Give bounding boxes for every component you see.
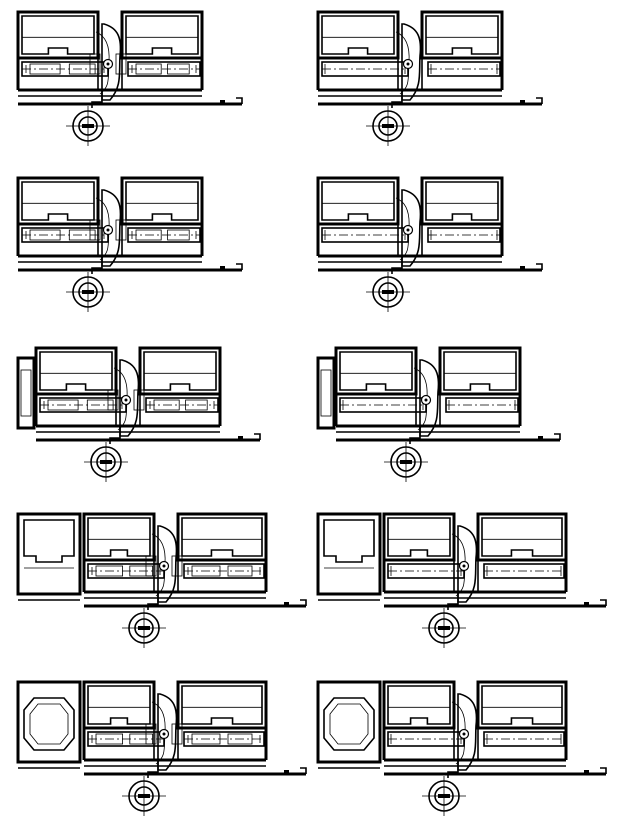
- sill-rail: [18, 254, 243, 272]
- interlock-profile: [145, 693, 183, 771]
- glass-bar-left: [321, 227, 409, 243]
- section-drawing-r1-detailed: [16, 10, 243, 146]
- glass-bar-right: [483, 731, 565, 747]
- section-drawing-r4-detailed: [16, 512, 307, 648]
- interlock-profile: [413, 359, 440, 437]
- sill-rail: [36, 424, 261, 442]
- glass-bar-left: [387, 731, 465, 747]
- sill-rail: [318, 254, 543, 272]
- crosshair-roller-icon: [122, 776, 166, 816]
- crosshair-roller-icon: [66, 106, 110, 146]
- crosshair-roller-icon: [366, 106, 410, 146]
- sill-rail: [384, 758, 607, 776]
- left-block: [16, 680, 82, 769]
- sill-rail: [384, 590, 607, 608]
- interlock-profile: [145, 525, 183, 603]
- crosshair-roller-icon: [422, 608, 466, 648]
- crosshair-roller-icon: [422, 776, 466, 816]
- glass-bar-right: [427, 227, 501, 243]
- sill-rail: [18, 88, 243, 106]
- sash-chamber-right: [438, 346, 522, 396]
- glass-bar-right: [183, 563, 265, 579]
- sash-chamber-right: [420, 176, 504, 226]
- glass-bar-left: [387, 563, 465, 579]
- sill-rail: [84, 758, 307, 776]
- glass-bar-right: [145, 397, 219, 413]
- glass-bar-right: [427, 61, 501, 77]
- sash-chamber-left: [16, 10, 100, 60]
- section-drawing-r3-simplified: [316, 346, 561, 482]
- interlock-profile: [395, 189, 422, 267]
- section-drawing-r3-detailed: [16, 346, 261, 482]
- section-drawing-r1-simplified: [316, 10, 543, 146]
- section-drawing-r2-simplified: [316, 176, 543, 312]
- glass-bar-left: [339, 397, 427, 413]
- glass-bar-right: [483, 563, 565, 579]
- end-cap: [316, 356, 336, 430]
- interlock-profile: [107, 359, 145, 437]
- sash-chamber-left: [82, 680, 156, 730]
- sash-chamber-right: [476, 512, 568, 562]
- interlock-profile: [395, 23, 422, 101]
- section-drawing-r5-detailed: [16, 680, 307, 816]
- sash-chamber-right: [176, 512, 268, 562]
- crosshair-roller-icon: [66, 272, 110, 312]
- crosshair-roller-icon: [366, 272, 410, 312]
- sash-chamber-right: [120, 10, 204, 60]
- crosshair-roller-icon: [122, 608, 166, 648]
- section-drawing-r5-simplified: [316, 680, 607, 816]
- sill-rail: [336, 424, 561, 442]
- sash-chamber-right: [120, 176, 204, 226]
- sash-chamber-left: [382, 512, 456, 562]
- section-drawing-r4-simplified: [316, 512, 607, 648]
- end-cap: [16, 356, 36, 430]
- crosshair-roller-icon: [84, 442, 128, 482]
- sash-chamber-left: [34, 346, 118, 396]
- glass-bar-right: [127, 61, 201, 77]
- interlock-profile: [451, 525, 478, 603]
- left-block: [316, 512, 382, 601]
- sash-chamber-right: [476, 680, 568, 730]
- sash-chamber-left: [16, 176, 100, 226]
- crosshair-roller-icon: [384, 442, 428, 482]
- sash-chamber-left: [316, 176, 400, 226]
- glass-bar-right: [127, 227, 201, 243]
- section-drawing-r2-detailed: [16, 176, 243, 312]
- sash-chamber-right: [420, 10, 504, 60]
- sash-chamber-right: [176, 680, 268, 730]
- glass-bar-right: [183, 731, 265, 747]
- sill-rail: [84, 590, 307, 608]
- glass-bar-right: [445, 397, 519, 413]
- interlock-profile: [89, 23, 127, 101]
- glass-bar-left: [321, 61, 409, 77]
- interlock-profile: [89, 189, 127, 267]
- sash-chamber-left: [82, 512, 156, 562]
- sash-chamber-left: [382, 680, 456, 730]
- sash-chamber-left: [316, 10, 400, 60]
- sill-rail: [318, 88, 543, 106]
- left-block: [316, 680, 382, 769]
- left-block: [16, 512, 82, 601]
- sash-chamber-left: [334, 346, 418, 396]
- interlock-profile: [451, 693, 478, 771]
- sash-chamber-right: [138, 346, 222, 396]
